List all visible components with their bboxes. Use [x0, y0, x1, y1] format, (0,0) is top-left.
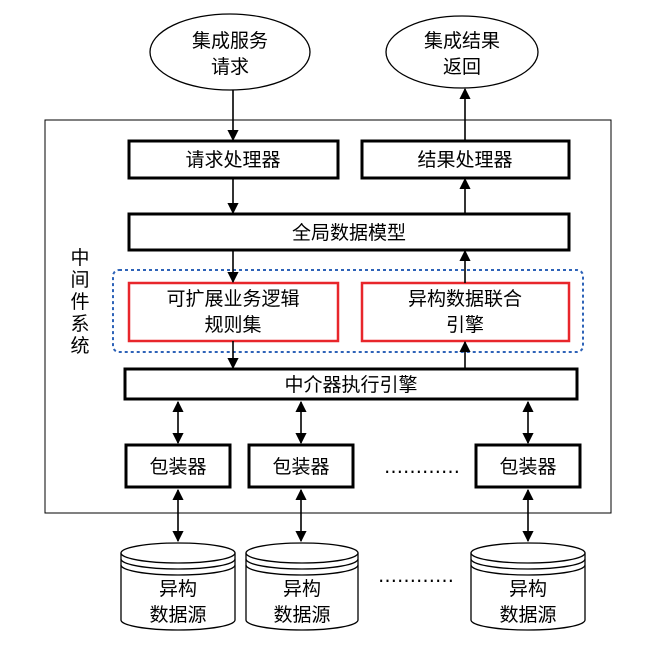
svg-text:集成服务: 集成服务: [192, 30, 268, 52]
svg-text:包装器: 包装器: [272, 456, 329, 478]
svg-text:异构数据联合: 异构数据联合: [408, 288, 522, 310]
svg-text:数据源: 数据源: [149, 604, 206, 626]
integration-result-return-ellipse: 集成结果 返回: [385, 15, 539, 89]
wrapper-ellipsis: …………: [384, 456, 460, 478]
svg-text:间: 间: [70, 269, 89, 291]
svg-text:引擎: 引擎: [446, 314, 484, 336]
svg-text:异构: 异构: [509, 578, 547, 600]
svg-text:结果处理器: 结果处理器: [417, 149, 512, 171]
svg-text:异构: 异构: [159, 578, 197, 600]
heterogeneous-federation-engine-box: 异构数据联合 引擎: [360, 281, 571, 343]
data-source-cylinder-2: 异构 数据源: [245, 542, 359, 631]
svg-text:返回: 返回: [443, 56, 481, 78]
svg-text:全局数据模型: 全局数据模型: [292, 222, 406, 244]
extensible-business-rules-box: 可扩展业务逻辑 规则集: [127, 281, 340, 343]
data-source-cylinder-3: 异构 数据源: [470, 542, 586, 631]
wrapper-box-2: 包装器: [247, 443, 355, 489]
result-processor-box: 结果处理器: [360, 139, 571, 180]
mediator-execution-engine-box: 中介器执行引擎: [123, 367, 579, 401]
request-processor-box: 请求处理器: [127, 139, 340, 180]
integration-request-ellipse: 集成服务 请求: [149, 13, 311, 91]
engine-group-dotted-frame: [112, 269, 584, 353]
svg-text:件: 件: [70, 291, 89, 313]
svg-text:异构: 异构: [283, 578, 321, 600]
middleware-system-label: 中 间 件 系 统: [70, 247, 89, 357]
svg-text:请求处理器: 请求处理器: [185, 149, 280, 171]
svg-text:中介器执行引擎: 中介器执行引擎: [284, 374, 417, 396]
data-source-ellipsis: …………: [378, 565, 454, 587]
svg-text:系: 系: [70, 313, 89, 335]
svg-text:规则集: 规则集: [204, 314, 261, 336]
svg-text:包装器: 包装器: [149, 456, 206, 478]
svg-text:数据源: 数据源: [273, 604, 330, 626]
svg-text:可扩展业务逻辑: 可扩展业务逻辑: [166, 288, 299, 310]
middleware-system-frame: [44, 119, 612, 514]
svg-text:中: 中: [70, 247, 89, 269]
wrapper-box-3: 包装器: [474, 443, 582, 489]
svg-text:统: 统: [70, 335, 89, 357]
global-data-model-box: 全局数据模型: [127, 212, 571, 252]
data-source-cylinder-1: 异构 数据源: [120, 542, 236, 631]
svg-text:请求: 请求: [211, 56, 249, 78]
wrapper-box-1: 包装器: [124, 443, 232, 489]
svg-text:集成结果: 集成结果: [424, 30, 500, 52]
svg-text:包装器: 包装器: [499, 456, 556, 478]
svg-text:数据源: 数据源: [499, 604, 556, 626]
